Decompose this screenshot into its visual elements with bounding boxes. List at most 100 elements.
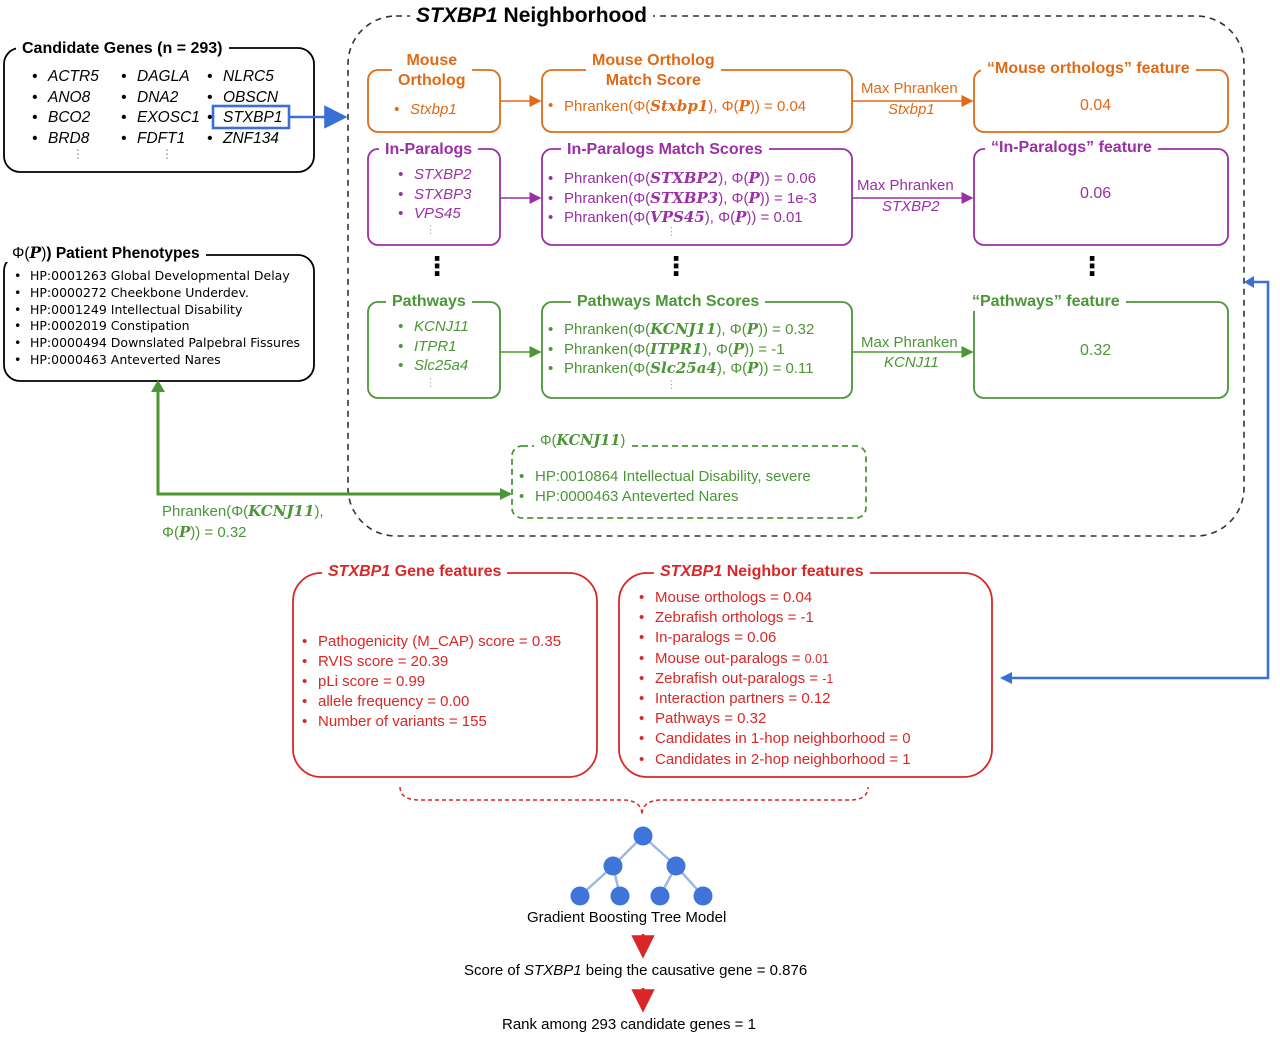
inparalogs-match-ellipsis: ⋮	[666, 226, 677, 238]
pathways-match-title: Pathways Match Scores	[571, 293, 766, 311]
candidate-col-2: DAGLA DNA2 EXOSC1 FDFT1	[119, 67, 200, 149]
pathway-match-item: Phranken(Φ(KCNJ11), Φ(P)) = 0.32	[546, 320, 814, 340]
inparalogs-feature-title: “In-Paralogs” feature	[985, 139, 1158, 157]
score-pre: Score of	[464, 962, 525, 979]
patient-phenotypes-title: Φ(P)) Patient Phenotypes	[6, 243, 206, 263]
mouse-feature-title: “Mouse orthologs” feature	[981, 60, 1196, 78]
patient-var: P	[746, 320, 759, 338]
phranken-pre: Phranken(Φ(	[564, 340, 651, 358]
patient-title-close: )	[41, 245, 47, 262]
patient-var: P	[738, 97, 750, 115]
pathway-gene: Slc25a4	[396, 356, 469, 376]
mouse-match-list: Phranken(Φ(Stxbp1), Φ(P)) = 0.04	[546, 96, 806, 117]
gene-symbol: KCNJ11	[650, 320, 717, 338]
inparalogs-ellipsis: ⋮	[425, 224, 436, 236]
phranken-end: )) = 0.32	[758, 321, 815, 338]
phranken-label-pre: Phranken(Φ(	[162, 503, 249, 520]
neighbor-feature-text: Candidates in 1-hop neighborhood = 0	[655, 730, 911, 748]
phranken-pre: Phranken(Φ(	[564, 321, 651, 338]
pathways-arrow-gene: KCNJ11	[884, 354, 939, 371]
mouse-match-title: Mouse Ortholog Match Score	[586, 51, 721, 91]
candidate-col-1: ACTR5 ANO8 BCO2 BRD8	[30, 67, 99, 149]
neighbor-feature-text: In-paralogs = 0.06	[655, 629, 777, 647]
gene-symbol: Stxbp1	[650, 97, 709, 115]
gene-features-list: Pathogenicity (M_CAP) score = 0.35 RVIS …	[300, 632, 561, 732]
phenotype-item: HP:0000494 Downslated Palpebral Fissures	[12, 335, 300, 352]
blue-arrowhead-bottom	[1000, 672, 1012, 684]
phenotype-item: HP:0001263 Global Developmental Delay	[12, 268, 300, 285]
neighbor-feature-item: Interaction partners = 0.12	[637, 689, 911, 709]
pathways-list: KCNJ11 ITPR1 Slc25a4	[396, 317, 469, 376]
mouse-arrow-gene: Stxbp1	[888, 101, 935, 118]
patient-var: P	[747, 359, 759, 377]
phranken-label-pre2: Φ(	[162, 524, 179, 541]
neighbor-feature-item: Mouse orthologs = 0.04	[637, 588, 911, 608]
pathway-gene: ITPR1	[396, 337, 469, 357]
patient-title-suffix: ) Patient Phenotypes	[46, 245, 200, 262]
neighbor-feature-item: Zebrafish out-paralogs = -1	[637, 669, 911, 689]
inparalogs-match-list: Phranken(Φ(STXBP2), Φ(P)) = 0.06 Phranke…	[546, 169, 817, 228]
mouse-feature-value: 0.04	[1080, 97, 1112, 114]
pathways-match-list: Phranken(Φ(KCNJ11), Φ(P)) = 0.32 Phranke…	[546, 320, 814, 379]
phranken-post: ), Φ(	[708, 98, 739, 115]
candidate-gene: FDFT1	[119, 129, 200, 150]
candidate-gene: ANO8	[30, 88, 99, 109]
pathways-match-ellipsis: ⋮	[666, 379, 677, 391]
phranken-label-post: ),	[314, 503, 324, 520]
gene-feature-item: pLi score = 0.99	[300, 672, 561, 692]
inparalog-match-item: Phranken(Φ(STXBP3), Φ(P)) = 1e-3	[546, 189, 817, 209]
phranken-end: )) = -1	[744, 340, 785, 358]
inparalog-gene: STXBP3	[396, 185, 472, 205]
pathways-arrow-label: Max Phranken	[861, 334, 958, 351]
phranken-post: ), Φ(	[716, 360, 748, 377]
candidate-gene: ACTR5	[30, 67, 99, 88]
neighbor-feature-small: 0.01	[804, 651, 830, 666]
mouse-match-item: Phranken(Φ(Stxbp1), Φ(P)) = 0.04	[546, 96, 806, 117]
neighbor-features-title-rest: Neighbor features	[722, 563, 864, 580]
rows-ellipsis-right: ⋮	[1079, 251, 1105, 281]
phranken-pre: Phranken(Φ(	[564, 189, 651, 207]
phranken-arrowhead-right	[500, 488, 512, 500]
candidate-genes-title: Candidate Genes (n = 293)	[16, 40, 229, 58]
inparalog-gene: VPS45	[396, 204, 472, 224]
gene-symbol: Slc25a4	[650, 359, 717, 377]
gene-features-title-gene: STXBP1	[328, 563, 391, 580]
candidate-ellipsis-1: ⋮	[72, 147, 84, 161]
mouse-arrow-label: Max Phranken	[861, 80, 958, 97]
pathways-feature-value: 0.32	[1080, 342, 1112, 359]
inparalogs-title: In-Paralogs	[379, 141, 479, 159]
gene-feature-item: RVIS score = 20.39	[300, 652, 561, 672]
candidate-gene: DNA2	[119, 88, 200, 109]
inparalogs-arrow-gene: STXBP2	[882, 198, 940, 215]
candidate-gene: BRD8	[30, 129, 99, 150]
inparalog-gene: STXBP2	[396, 165, 472, 185]
phranken-end: )) = 1e-3	[759, 189, 817, 207]
patient-var: P	[748, 169, 760, 187]
phranken-end: )) = 0.04	[749, 98, 807, 115]
neighbor-feature-item: Mouse out-paralogs = 0.01	[637, 649, 911, 669]
mouse-ortholog-gene: Stxbp1	[392, 100, 457, 120]
score-post: being the causative gene = 0.876	[581, 962, 808, 979]
gene-symbol: STXBP3	[650, 188, 719, 207]
neighbor-feature-text: Interaction partners = 0.12	[655, 690, 831, 708]
phranken-pre: Phranken(Φ(	[564, 209, 651, 226]
neighbor-feature-item: Zebrafish orthologs = -1	[637, 608, 911, 628]
patient-var: P	[735, 208, 747, 226]
patient-var: P	[732, 339, 745, 358]
candidate-gene: DAGLA	[119, 67, 200, 88]
patient-title-var: P	[29, 243, 42, 262]
inparalog-match-item: Phranken(Φ(STXBP2), Φ(P)) = 0.06	[546, 169, 817, 189]
phranken-post: ), Φ(	[702, 340, 733, 358]
patient-phenotype-list: HP:0001263 Global Developmental Delay HP…	[12, 268, 300, 369]
score-gene: STXBP1	[524, 962, 582, 979]
kcnj11-phenotype: HP:0000463 Anteverted Nares	[517, 487, 811, 507]
candidate-col-3: NLRC5 OBSCN STXBP1 ZNF134	[205, 67, 282, 149]
phranken-end: )) = 0.11	[758, 360, 814, 377]
phranken-pre: Phranken(Φ(	[564, 360, 651, 377]
rank-label: Rank among 293 candidate genes = 1	[502, 1016, 756, 1033]
inparalogs-feature-value: 0.06	[1080, 185, 1112, 202]
pathways-title: Pathways	[386, 293, 472, 311]
blue-connector	[1002, 280, 1270, 680]
tree-model-icon	[570, 826, 713, 906]
pathways-feature-title: “Pathways” feature	[966, 293, 1126, 311]
